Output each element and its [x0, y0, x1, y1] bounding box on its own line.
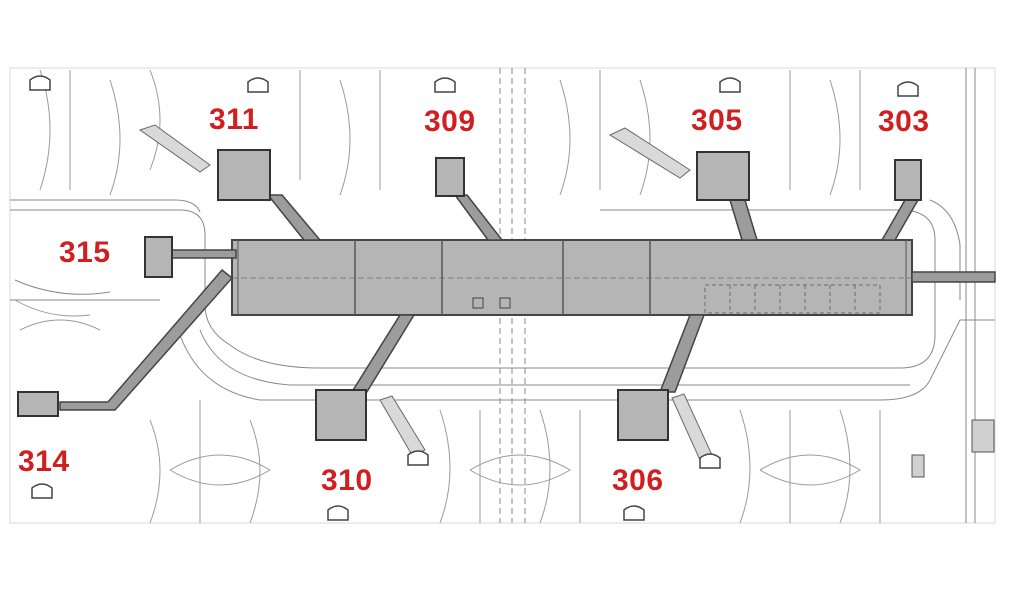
aircraft-stand-markings — [14, 69, 881, 524]
gate-label-315: 315 — [53, 235, 117, 271]
jet-bridges — [138, 124, 713, 461]
gate-label-310: 310 — [315, 463, 379, 499]
aircraft-nose-icons — [29, 75, 919, 521]
gate-label-303: 303 — [872, 104, 936, 140]
gate-label-305: 305 — [685, 103, 749, 139]
walkways — [59, 194, 996, 411]
right-building — [911, 419, 995, 478]
gate-label-309: 309 — [418, 104, 482, 140]
apron-road-lines — [10, 68, 995, 523]
gate-holdrooms — [17, 149, 922, 441]
gate-label-314: 314 — [12, 444, 76, 480]
concourse — [231, 239, 913, 316]
gate-label-311: 311 — [203, 102, 265, 138]
gate-label-306: 306 — [606, 463, 670, 499]
